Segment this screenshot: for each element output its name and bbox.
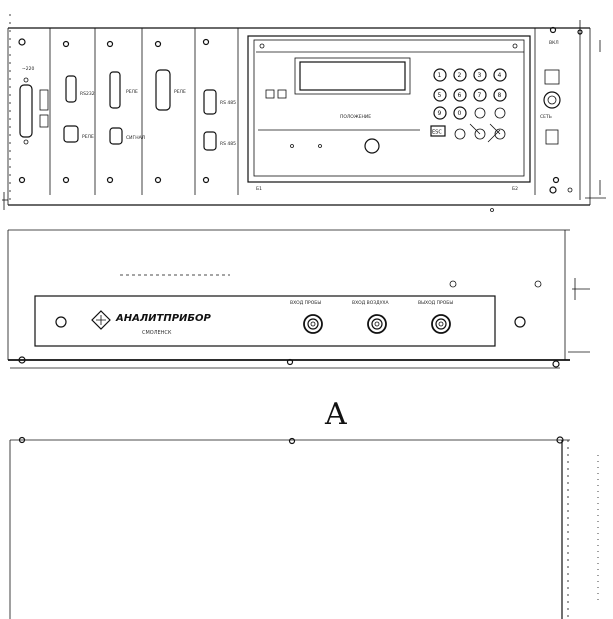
svg-text:5: 5 <box>438 92 442 99</box>
front-panel <box>34 295 496 347</box>
key-9[interactable] <box>433 106 447 120</box>
front-screw-left <box>55 316 67 328</box>
key-5[interactable] <box>433 88 447 102</box>
gas-in-label: ВХОД ПРОБЫ <box>290 300 321 306</box>
key-2[interactable] <box>453 68 467 82</box>
signal-label: СИГНАЛ <box>126 135 145 141</box>
keypad: 1 2 3 4 5 6 7 8 9 0 ESC <box>430 68 507 143</box>
key-7[interactable] <box>473 88 487 102</box>
key-3[interactable] <box>473 68 487 82</box>
svg-text:2: 2 <box>458 72 462 79</box>
power-module: ~220 <box>19 66 49 145</box>
front-unit: АНАЛИТПРИБОР СМОЛЕНСК ВХОД ПРОБЫ ВХОД ВО… <box>7 229 590 369</box>
mark-left: Б1 <box>256 186 262 192</box>
rs485-module: RS 485 RS 485 <box>203 89 236 151</box>
svg-text:8: 8 <box>498 92 502 99</box>
relay-module: РЕЛЕ СИГНАЛ <box>109 71 145 145</box>
rs485b-label: RS 485 <box>220 141 236 147</box>
svg-text:6: 6 <box>458 92 462 99</box>
brand-city: СМОЛЕНСК <box>142 330 172 336</box>
power-label: ~220 <box>22 66 34 72</box>
relay3-module: РЕЛЕ <box>155 69 186 111</box>
key-4[interactable] <box>493 68 507 82</box>
dimension-marks <box>2 40 606 210</box>
svg-text:7: 7 <box>478 92 482 99</box>
air-in-label: ВХОД ВОЗДУХА <box>352 300 390 306</box>
svg-text:3: 3 <box>478 72 482 79</box>
svg-text:1: 1 <box>438 72 442 79</box>
gas-out-port: ВЫХОД ПРОБЫ <box>418 300 453 334</box>
lcd-display <box>299 61 406 91</box>
svg-text:4: 4 <box>498 72 502 79</box>
relay3-label: РЕЛЕ <box>174 89 186 95</box>
controller-panel: ПОЛОЖЕНИЕ 1 2 3 4 <box>247 35 531 192</box>
rotary-knob[interactable] <box>364 138 380 154</box>
network-knob[interactable] <box>543 91 561 109</box>
rs232-label: RS232 <box>80 91 95 97</box>
svg-text:9: 9 <box>438 110 442 117</box>
air-in-port: ВХОД ВОЗДУХА <box>352 300 390 334</box>
relay1-label: РЕЛЕ <box>82 134 94 140</box>
esc-key[interactable] <box>430 125 446 137</box>
figure-label: A <box>324 397 347 432</box>
key-6[interactable] <box>453 88 467 102</box>
svg-text:ESC: ESC <box>432 130 442 136</box>
right-column: ВКЛ СЕТЬ <box>540 40 573 194</box>
display-label: ПОЛОЖЕНИЕ <box>340 114 371 120</box>
brand-name: АНАЛИТПРИБОР <box>115 313 212 324</box>
lower-unit <box>9 436 599 619</box>
rs485a-label: RS 485 <box>220 100 236 106</box>
key-8[interactable] <box>493 88 507 102</box>
gas-in-port: ВХОД ПРОБЫ <box>290 300 323 334</box>
svg-text:0: 0 <box>458 110 462 117</box>
key-0[interactable] <box>453 106 467 120</box>
brand-logo <box>91 310 111 330</box>
gas-out-label: ВЫХОД ПРОБЫ <box>418 300 453 306</box>
rs232-module: RS232 РЕЛЕ <box>63 75 95 143</box>
key-1[interactable] <box>433 68 447 82</box>
rear-panel-screws <box>18 26 583 212</box>
rear-panel: ~220 RS232 РЕЛЕ РЕЛЕ СИГНАЛ РЕЛЕ RS 4 <box>2 14 606 212</box>
front-screw-right <box>514 316 526 328</box>
side-top-label: ВКЛ <box>549 40 559 46</box>
mark-right: Б2 <box>512 186 518 192</box>
side-mid-label: СЕТЬ <box>540 114 552 120</box>
relay2-label: РЕЛЕ <box>126 89 138 95</box>
